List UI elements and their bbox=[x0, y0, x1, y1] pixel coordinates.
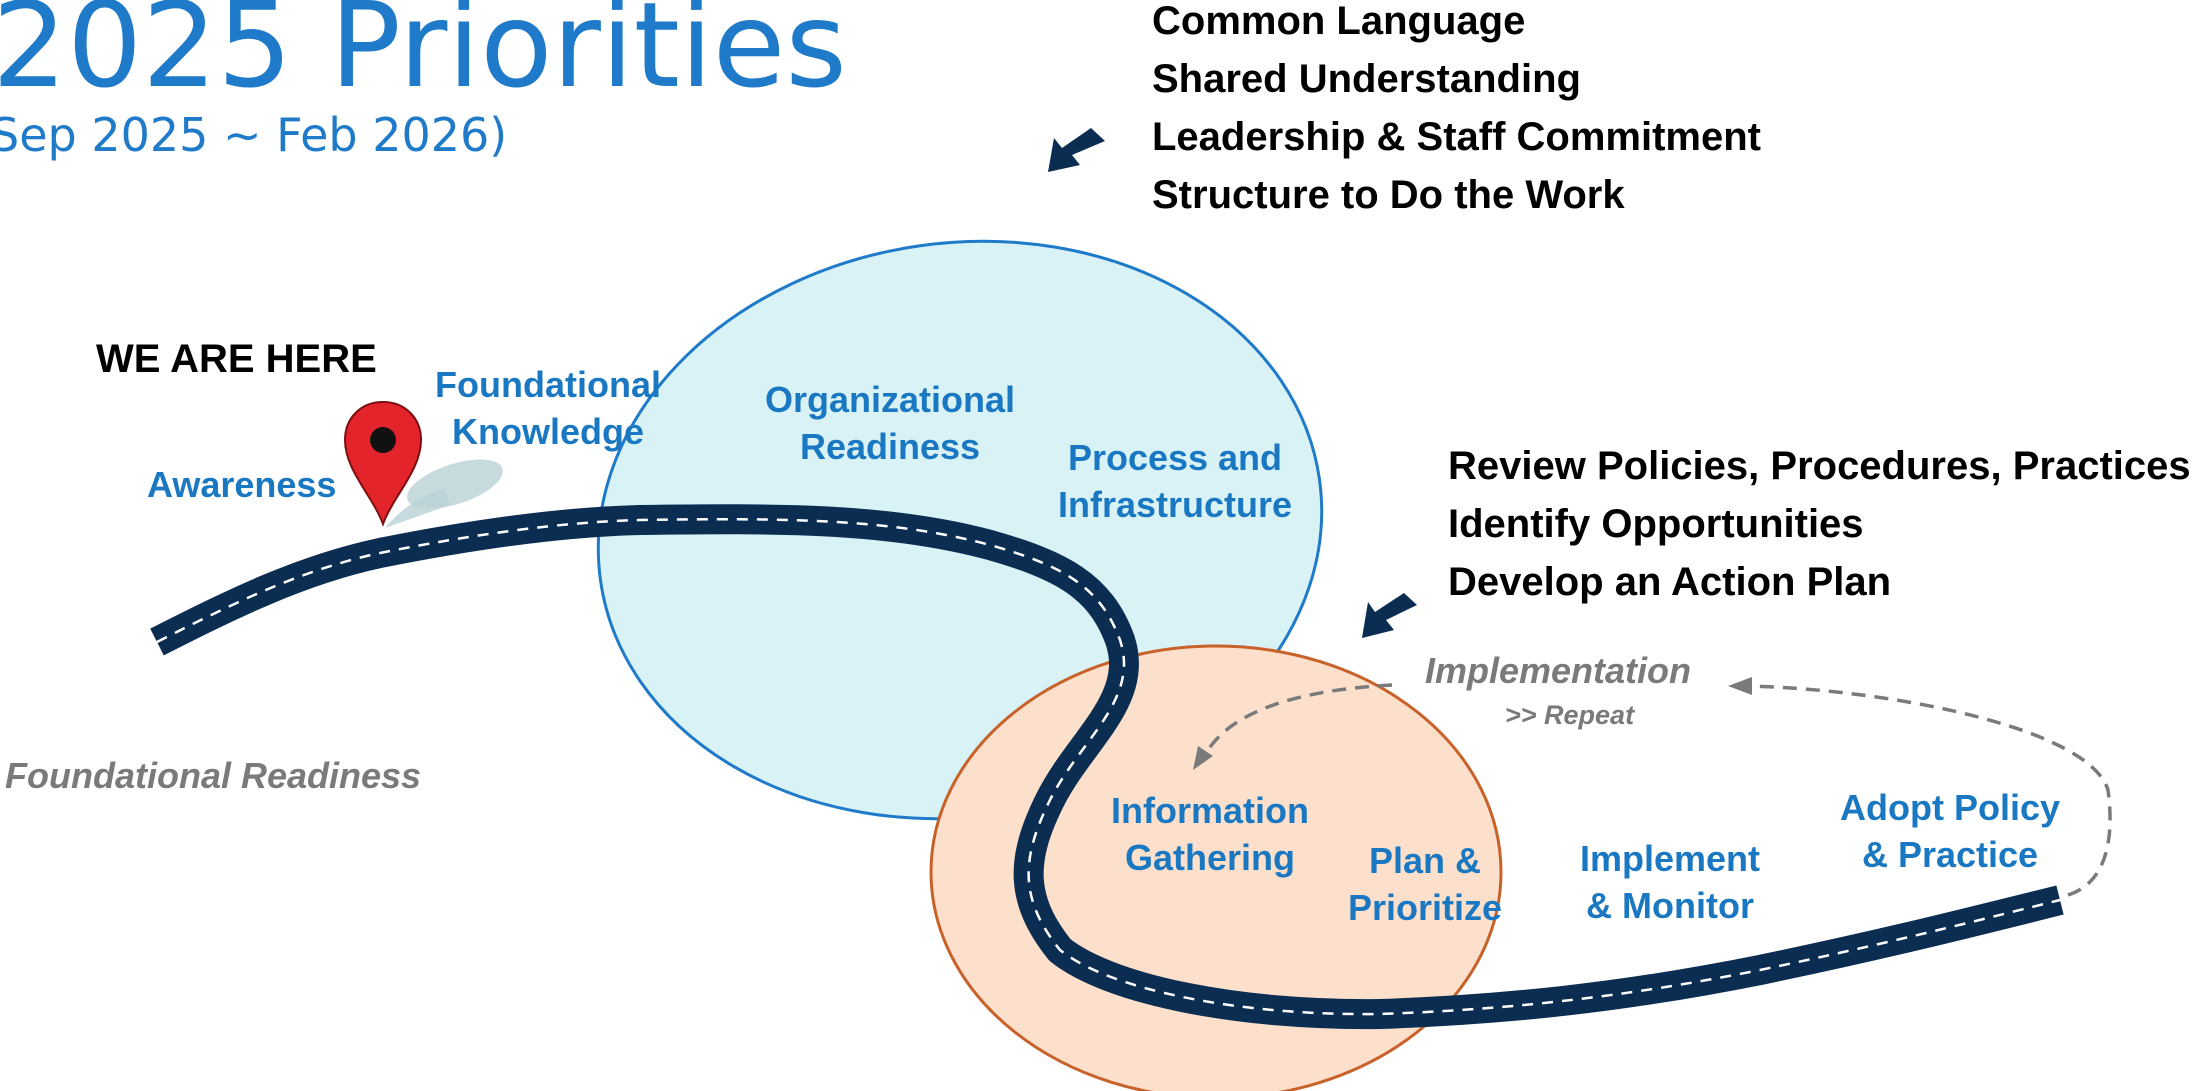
mid-callout-list: Review Policies, Procedures, Practices I… bbox=[1448, 437, 2191, 611]
repeat-arrowhead-right bbox=[1728, 677, 1752, 695]
stage-adopt-policy: Adopt Policy & Practice bbox=[1839, 787, 2060, 875]
callout-arrow-mid bbox=[1362, 593, 1417, 638]
we-are-here-label: WE ARE HERE bbox=[96, 337, 377, 381]
stage-process-infrastructure: Process and Infrastructure bbox=[1057, 437, 1293, 525]
stage-information-gathering: Information Gathering bbox=[1111, 790, 1309, 878]
top-callout-list: Common Language Shared Understanding Lea… bbox=[1152, 0, 1761, 224]
loop-label-implementation: Implementation bbox=[1425, 650, 1692, 691]
callout-item: Shared Understanding bbox=[1152, 57, 1581, 101]
stage-foundational-knowledge: Foundational Knowledge bbox=[435, 364, 661, 452]
callout-item: Structure to Do the Work bbox=[1152, 173, 1625, 217]
repeat-arrow-left bbox=[1203, 683, 1393, 756]
pin-dot bbox=[370, 427, 396, 453]
page-subtitle: Sep 2025 ~ Feb 2026) bbox=[0, 108, 508, 162]
repeat-arrowhead-left bbox=[1193, 746, 1213, 770]
callout-item: Common Language bbox=[1152, 0, 1526, 43]
callout-item: Review Policies, Procedures, Practices bbox=[1448, 444, 2191, 488]
road-center-line bbox=[156, 517, 2061, 1016]
callout-item: Leadership & Staff Commitment bbox=[1152, 115, 1761, 159]
stage-awareness: Awareness bbox=[147, 464, 337, 505]
pin-shadow-tail bbox=[385, 488, 450, 528]
stage-organizational-readiness: Organizational Readiness bbox=[764, 379, 1016, 467]
callout-arrow-top bbox=[1048, 128, 1105, 172]
repeat-arrow-right bbox=[1747, 684, 2112, 897]
callout-item: Identify Opportunities bbox=[1448, 502, 1864, 546]
stage-implement-monitor: Implement & Monitor bbox=[1579, 838, 1761, 926]
phase-label-foundational-readiness: Foundational Readiness bbox=[5, 755, 422, 796]
stage-plan-prioritize: Plan & Prioritize bbox=[1347, 840, 1503, 928]
callout-item: Develop an Action Plan bbox=[1448, 560, 1892, 604]
loop-sublabel-repeat: >> Repeat bbox=[1505, 700, 1635, 730]
page-title: 2025 Priorities bbox=[0, 0, 847, 114]
location-pin-icon bbox=[343, 400, 423, 527]
